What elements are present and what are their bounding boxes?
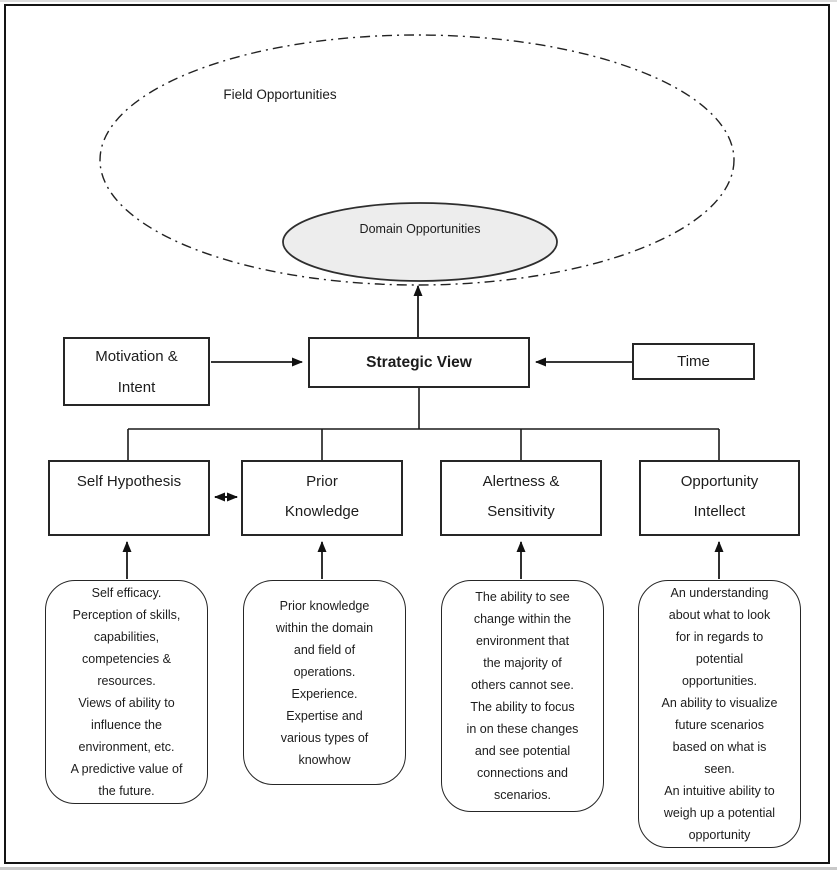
branch-box-alertness-sensitivity: Alertness & Sensitivity [440, 460, 602, 536]
description-bubble-self-hypothesis: Self efficacy. Perception of skills, cap… [45, 580, 208, 804]
description-bubble-alertness-sensitivity: The ability to see change within the env… [441, 580, 604, 812]
field-opportunities-label: Field Opportunities [223, 87, 337, 102]
domain-opportunities-label: Domain Opportunities [359, 222, 481, 236]
branch-box-opportunity-intellect: Opportunity Intellect [639, 460, 800, 536]
description-bubble-opportunity-intellect: An understanding about what to look for … [638, 580, 801, 848]
time-box: Time [632, 343, 755, 380]
domain-opportunities-ellipse [282, 202, 558, 282]
branch-box-self-hypothesis: Self Hypothesis [48, 460, 210, 536]
field-opportunities-ellipse [99, 34, 735, 286]
motivation-intent-box: Motivation & Intent [63, 337, 210, 406]
strategic-view-box: Strategic View [308, 337, 530, 388]
diagram-frame [4, 4, 830, 864]
description-bubble-prior-knowledge: Prior knowledge within the domain and fi… [243, 580, 406, 785]
branch-box-prior-knowledge: Prior Knowledge [241, 460, 403, 536]
